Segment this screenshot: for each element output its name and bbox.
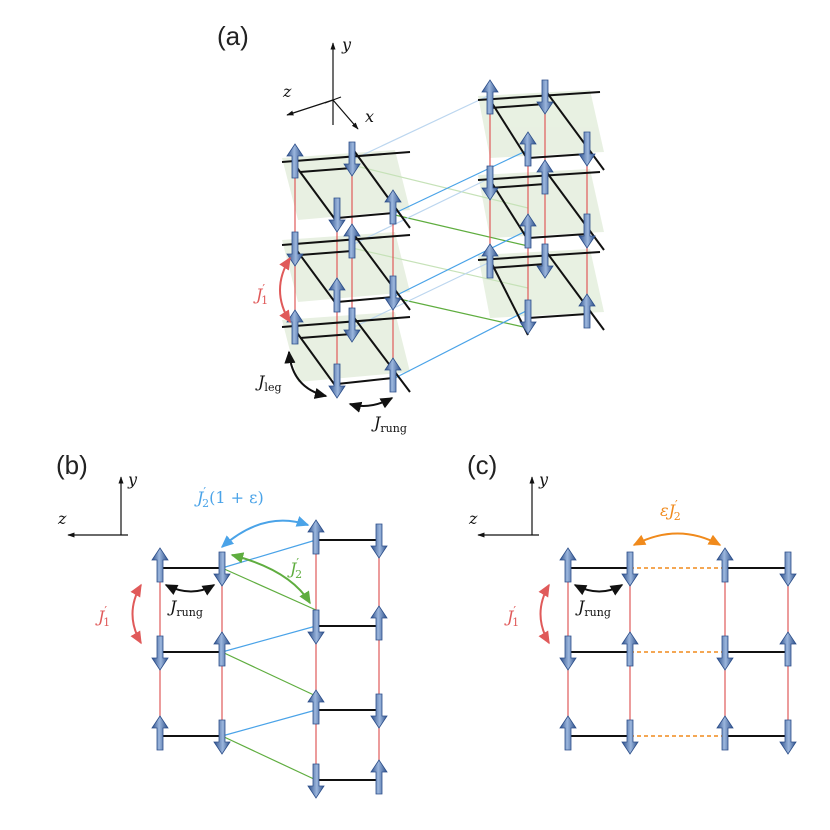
eps-j2-double-arrow-icon bbox=[632, 532, 722, 546]
spin-arrow-icon bbox=[151, 635, 169, 671]
jrung-double-arrow-icon bbox=[348, 397, 394, 413]
spin-arrow-icon bbox=[621, 631, 639, 667]
rungs-b bbox=[160, 539, 379, 781]
spin-arrow-icon bbox=[307, 519, 325, 555]
spin-arrow-icon bbox=[328, 277, 346, 313]
panel-a-label: (a) bbox=[217, 21, 249, 51]
jrung-double-arrow-icon bbox=[573, 584, 624, 596]
spin-arrow-icon bbox=[343, 307, 361, 343]
axis-a-x-label: x bbox=[365, 107, 374, 126]
spin-arrow-icon bbox=[213, 551, 231, 587]
spin-arrow-icon bbox=[536, 243, 554, 279]
spin-arrow-icon bbox=[213, 631, 231, 667]
spin-arrow-icon bbox=[151, 715, 169, 751]
spin-arrow-icon bbox=[536, 159, 554, 195]
j1-label-c: J′1 bbox=[504, 604, 519, 629]
spin-arrow-icon bbox=[519, 299, 537, 335]
spin-arrow-icon bbox=[578, 293, 596, 329]
spin-arrow-icon bbox=[307, 763, 325, 799]
rungs-c bbox=[568, 567, 788, 737]
j2-eps-label: J′2(1 + ε) bbox=[194, 485, 264, 510]
spin-arrow-icon bbox=[519, 213, 537, 249]
legs-right bbox=[477, 89, 605, 336]
spin-arrow-icon bbox=[519, 131, 537, 167]
panel-c-label: (c) bbox=[467, 450, 497, 480]
spins-a bbox=[286, 79, 596, 399]
spin-arrow-icon bbox=[307, 609, 325, 645]
spin-arrow-icon bbox=[370, 693, 388, 729]
spin-arrow-icon bbox=[621, 551, 639, 587]
spin-arrow-icon bbox=[328, 363, 346, 399]
spin-arrow-icon bbox=[151, 547, 169, 583]
axes-3d: y z x bbox=[282, 35, 374, 130]
spin-arrow-icon bbox=[286, 309, 304, 345]
spin-arrow-icon bbox=[536, 79, 554, 115]
spin-arrow-icon bbox=[286, 143, 304, 179]
j1-label-a: J′1 bbox=[253, 282, 268, 307]
spin-arrow-icon bbox=[213, 719, 231, 755]
spins-b bbox=[151, 519, 388, 799]
spin-arrow-icon bbox=[307, 689, 325, 725]
spin-arrow-icon bbox=[370, 605, 388, 641]
spin-arrow-icon bbox=[559, 635, 577, 671]
j1-double-arrow-icon bbox=[279, 256, 291, 324]
eps-bonds-c bbox=[630, 567, 725, 737]
spin-arrow-icon bbox=[578, 131, 596, 167]
eps-j2-label: εJ′2 bbox=[660, 498, 681, 523]
axes-b: y z bbox=[57, 470, 138, 538]
spin-arrow-icon bbox=[779, 551, 797, 587]
spin-arrow-icon bbox=[384, 357, 402, 393]
plaquettes-left bbox=[282, 150, 410, 382]
spin-arrow-icon bbox=[481, 79, 499, 115]
j2-double-arrow-icon bbox=[230, 552, 311, 605]
jrung-label-a: Jrung bbox=[371, 413, 407, 435]
spin-arrow-icon bbox=[559, 715, 577, 751]
jleg-double-arrow-icon bbox=[284, 350, 328, 399]
spin-arrow-icon bbox=[343, 223, 361, 259]
spin-arrow-icon bbox=[779, 719, 797, 755]
interladder-bonds bbox=[351, 94, 529, 379]
panel-c: (c) y z bbox=[467, 450, 797, 755]
axis-b-z-label: z bbox=[57, 509, 67, 528]
spin-arrow-icon bbox=[328, 197, 346, 233]
axis-b-y-label: y bbox=[127, 470, 138, 489]
axis-c-y-label: y bbox=[538, 470, 549, 489]
spin-arrow-icon bbox=[716, 635, 734, 671]
spin-arrow-icon bbox=[343, 141, 361, 177]
spin-arrow-icon bbox=[779, 631, 797, 667]
spin-arrow-icon bbox=[384, 189, 402, 225]
spin-arrow-icon bbox=[384, 275, 402, 311]
jrung-label-b: Jrung bbox=[167, 597, 203, 619]
axis-c-z-label: z bbox=[468, 509, 478, 528]
panel-b: (b) y z bbox=[56, 450, 388, 799]
axis-a-z-label: z bbox=[282, 82, 292, 101]
spin-arrow-icon bbox=[716, 715, 734, 751]
panel-b-label: (b) bbox=[56, 450, 88, 480]
j2-eps-double-arrow-icon bbox=[220, 516, 310, 548]
spin-arrow-icon bbox=[370, 523, 388, 559]
spin-arrow-icon bbox=[578, 213, 596, 249]
spins-c bbox=[559, 547, 797, 755]
j1-double-arrow-icon bbox=[538, 583, 550, 645]
spin-arrow-icon bbox=[621, 719, 639, 755]
j1-label-b: J′1 bbox=[95, 604, 110, 629]
spin-arrow-icon bbox=[716, 547, 734, 583]
axis-a-y-label: y bbox=[341, 35, 352, 54]
j1-double-arrow-icon bbox=[130, 583, 142, 645]
j2-label: J′2 bbox=[287, 556, 302, 581]
j1-bonds-b bbox=[159, 540, 380, 780]
legs-left bbox=[281, 147, 411, 393]
jrung-double-arrow-icon bbox=[164, 584, 216, 596]
spin-arrow-icon bbox=[481, 243, 499, 279]
axes-c: y z bbox=[468, 470, 549, 538]
plaquettes-right bbox=[478, 90, 604, 318]
spin-arrow-icon bbox=[370, 759, 388, 795]
jleg-label: Jleg bbox=[255, 372, 282, 394]
jrung-label-c: Jrung bbox=[575, 597, 611, 619]
spin-arrow-icon bbox=[559, 547, 577, 583]
spin-arrow-icon bbox=[481, 165, 499, 201]
panel-a: (a) y z x bbox=[217, 21, 605, 435]
spin-arrow-icon bbox=[286, 231, 304, 267]
